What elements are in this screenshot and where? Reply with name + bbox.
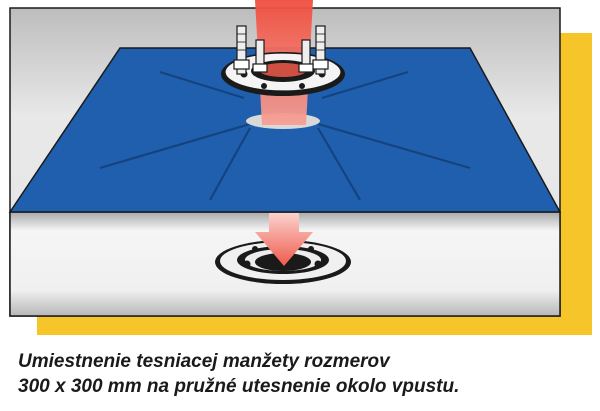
caption-line-1: Umiestnenie tesniacej manžety rozmerov: [18, 351, 390, 372]
drain-flange-top: [221, 25, 345, 96]
caption-line-2: 300 x 300 mm na pružné utesnenie okolo v…: [18, 376, 460, 397]
installation-diagram: [8, 0, 592, 335]
arrow-bottom: [255, 213, 313, 266]
caption: Umiestnenie tesniacej manžety rozmerov 3…: [18, 349, 588, 399]
